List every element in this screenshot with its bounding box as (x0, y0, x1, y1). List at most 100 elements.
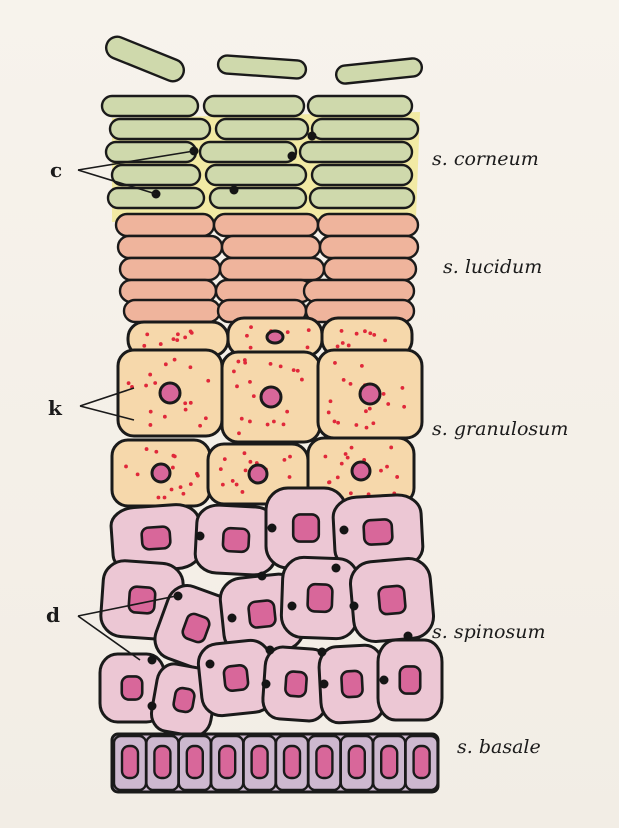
keratohyalin-granule (329, 399, 333, 403)
keratohyalin-granule (372, 333, 376, 337)
keratohyalin-granule (364, 409, 368, 413)
keratohyalin-granule (170, 488, 174, 492)
keratohyalin-granule (221, 483, 225, 487)
stratum-basale-cells (112, 734, 438, 792)
keratohyalin-granule (371, 421, 375, 425)
keratohyalin-granule (237, 431, 241, 435)
keratohyalin-granule (365, 426, 369, 430)
granulosum-nucleus (360, 384, 380, 404)
keratohyalin-granule (243, 451, 247, 455)
basale-nucleus (219, 746, 235, 778)
keratohyalin-granule (386, 402, 390, 406)
keratohyalin-granule (248, 460, 252, 464)
keratohyalin-granule (124, 465, 128, 469)
keratohyalin-granule (368, 331, 372, 335)
basale-nucleus (154, 746, 170, 778)
keratohyalin-granule (279, 364, 283, 368)
keratohyalin-granule (154, 450, 158, 454)
corneum-cell (106, 142, 196, 162)
stratum-lucidum-label: s. lucidum (443, 258, 542, 277)
desmosome (206, 660, 215, 669)
keratohyalin-granule (292, 368, 296, 372)
lucidum-cell (216, 280, 312, 302)
granulosum-nucleus (152, 464, 170, 482)
corneum-desmosome (288, 152, 297, 161)
spinosum-nucleus (122, 676, 142, 699)
keratohyalin-granule (285, 410, 289, 414)
stratum-corneum-label: s. corneum (432, 150, 539, 169)
keratohyalin-granule (286, 330, 290, 334)
spinosum-cell-group (349, 557, 436, 644)
keratohyalin-granule (306, 345, 310, 349)
keratohyalin-granule (360, 364, 364, 368)
spinosum-nucleus (248, 600, 276, 628)
keratohyalin-granule (163, 496, 167, 500)
basale-nucleus (381, 746, 397, 778)
stratum-granulosum-label: s. granulosum (432, 420, 568, 439)
desmosome (340, 526, 349, 535)
keratohyalin-granule (149, 423, 153, 427)
desmosome (258, 572, 267, 581)
keratohyalin-granule (235, 483, 239, 487)
keratohyalin-granule (344, 452, 348, 456)
keratohyalin-granule (248, 420, 252, 424)
desmosome (262, 680, 271, 689)
keratohyalin-granule (296, 369, 300, 373)
keratohyalin-granule (189, 482, 193, 486)
desmosome (228, 614, 237, 623)
stratum-lucidum-cells (116, 214, 418, 322)
corneum-cell (102, 96, 198, 116)
keratohyalin-granule (190, 331, 194, 335)
basale-nucleus (349, 746, 365, 778)
spinosum-nucleus (378, 585, 406, 614)
corneum-cell (112, 165, 200, 185)
granulosum-nucleus (267, 331, 283, 343)
keratohyalin-granule (164, 362, 168, 366)
keratohyalin-granule (340, 462, 344, 466)
keratohyalin-granule (249, 346, 253, 350)
lucidum-cell (124, 300, 220, 322)
lucidum-cell (324, 258, 416, 280)
keratohyalin-granule (159, 342, 163, 346)
keratohyalin-granule (324, 455, 328, 459)
lucidum-cell (120, 258, 220, 280)
corneum-cell (300, 142, 412, 162)
desmosome (380, 676, 389, 685)
keratohyalin-granule (244, 468, 248, 472)
marker-k-label: k (48, 398, 62, 418)
keratohyalin-granule (327, 411, 331, 415)
keratohyalin-granule (252, 394, 256, 398)
keratohyalin-granule (288, 455, 292, 459)
spinosum-nucleus (223, 665, 248, 692)
corneum-cell (312, 165, 412, 185)
spinosum-nucleus (307, 584, 332, 612)
stratum-granulosum-cells (112, 318, 422, 506)
keratohyalin-granule (342, 378, 346, 382)
keratohyalin-granule (149, 410, 153, 414)
keratohyalin-granule (340, 329, 344, 333)
keratohyalin-granule (349, 382, 353, 386)
keratohyalin-granule (385, 465, 389, 469)
keratohyalin-granule (172, 337, 176, 341)
keratohyalin-granule (206, 379, 210, 383)
keratohyalin-granule (184, 408, 188, 412)
keratohyalin-granule (148, 373, 152, 377)
lucidum-cell (116, 214, 214, 236)
granulosum-nucleus (249, 465, 267, 483)
desmosome (404, 632, 413, 641)
lucidum-cell (304, 280, 414, 302)
keratohyalin-granule (350, 446, 354, 450)
keratohyalin-granule (204, 416, 208, 420)
keratohyalin-granule (283, 458, 287, 462)
keratohyalin-granule (389, 446, 393, 450)
keratohyalin-granule (382, 392, 386, 396)
keratohyalin-granule (145, 332, 149, 336)
keratohyalin-granule (195, 472, 199, 476)
keratohyalin-granule (235, 384, 239, 388)
keratohyalin-granule (142, 344, 146, 348)
keratohyalin-granule (231, 479, 235, 483)
keratohyalin-granule (183, 401, 187, 405)
keratohyalin-granule (153, 381, 157, 385)
spinosum-nucleus (363, 519, 392, 545)
